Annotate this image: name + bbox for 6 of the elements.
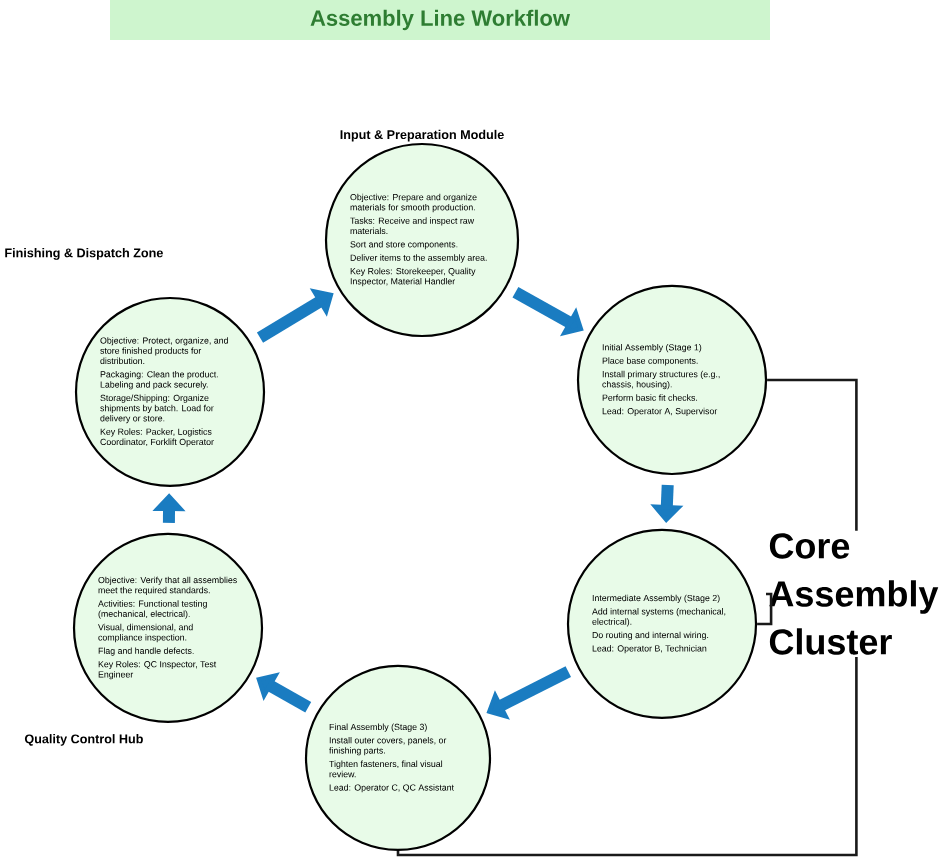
bracket-line: [757, 592, 773, 626]
flow-arrow: [256, 288, 334, 343]
cluster-label: Core Assembly Cluster: [769, 533, 939, 655]
bracket-line: [767, 378, 858, 531]
title-banner: Assembly Line Workflow: [110, 0, 770, 40]
bracket-line: [396, 657, 858, 857]
